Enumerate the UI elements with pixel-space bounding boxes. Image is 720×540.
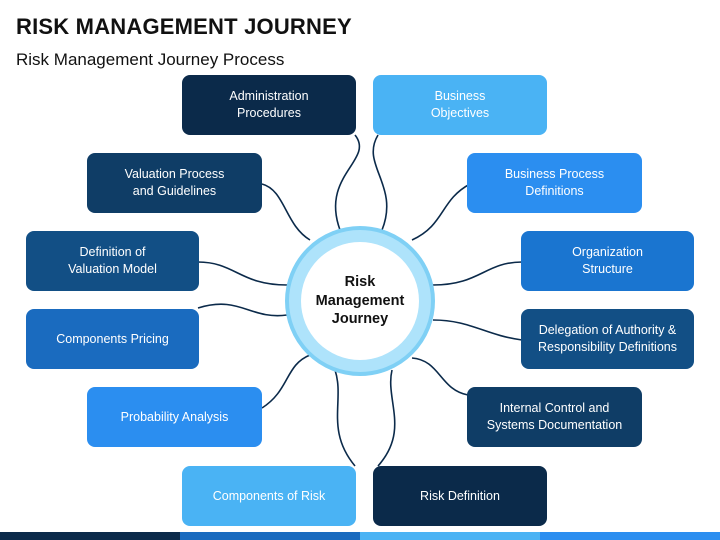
node-components-pricing: Components Pricing (26, 309, 199, 369)
bottom-bar-segment (0, 532, 180, 540)
node-risk-definition: Risk Definition (373, 466, 547, 526)
slide-title: RISK MANAGEMENT JOURNEY (16, 14, 352, 39)
connector-internal-control (411, 357, 469, 396)
bottom-bar-segment (180, 532, 360, 540)
connector-components-pricing (197, 303, 288, 317)
bottom-accent-bar (0, 532, 720, 540)
center-label: Risk Management Journey (301, 242, 419, 360)
node-definition-of-valuation-model: Definition of Valuation Model (26, 231, 199, 291)
connector-valuation-process (261, 183, 311, 241)
node-delegation-of-authority: Delegation of Authority & Responsibility… (521, 309, 694, 369)
connector-delegation-of-authority (432, 319, 523, 341)
node-business-process-definitions: Business Process Definitions (467, 153, 642, 213)
connector-definition-of-valuation-model (197, 261, 288, 286)
slide-subtitle: Risk Management Journey Process (16, 50, 285, 69)
center-circle: Risk Management Journey (285, 226, 435, 376)
node-probability-analysis: Probability Analysis (87, 387, 262, 447)
node-organization-structure: Organization Structure (521, 231, 694, 291)
connector-probability-analysis (261, 354, 311, 409)
node-internal-control: Internal Control and Systems Documentati… (467, 387, 642, 447)
connector-administration-procedures (334, 134, 361, 231)
connector-business-objectives (372, 134, 388, 231)
connector-risk-definition (377, 369, 396, 467)
node-components-of-risk: Components of Risk (182, 466, 356, 526)
node-administration-procedures: Administration Procedures (182, 75, 356, 135)
node-valuation-process: Valuation Process and Guidelines (87, 153, 262, 213)
connector-business-process-definitions (411, 183, 471, 241)
connector-organization-structure (432, 261, 523, 286)
bottom-bar-segment (360, 532, 540, 540)
connector-components-of-risk (334, 369, 356, 467)
bottom-bar-segment (540, 532, 720, 540)
node-business-objectives: Business Objectives (373, 75, 547, 135)
